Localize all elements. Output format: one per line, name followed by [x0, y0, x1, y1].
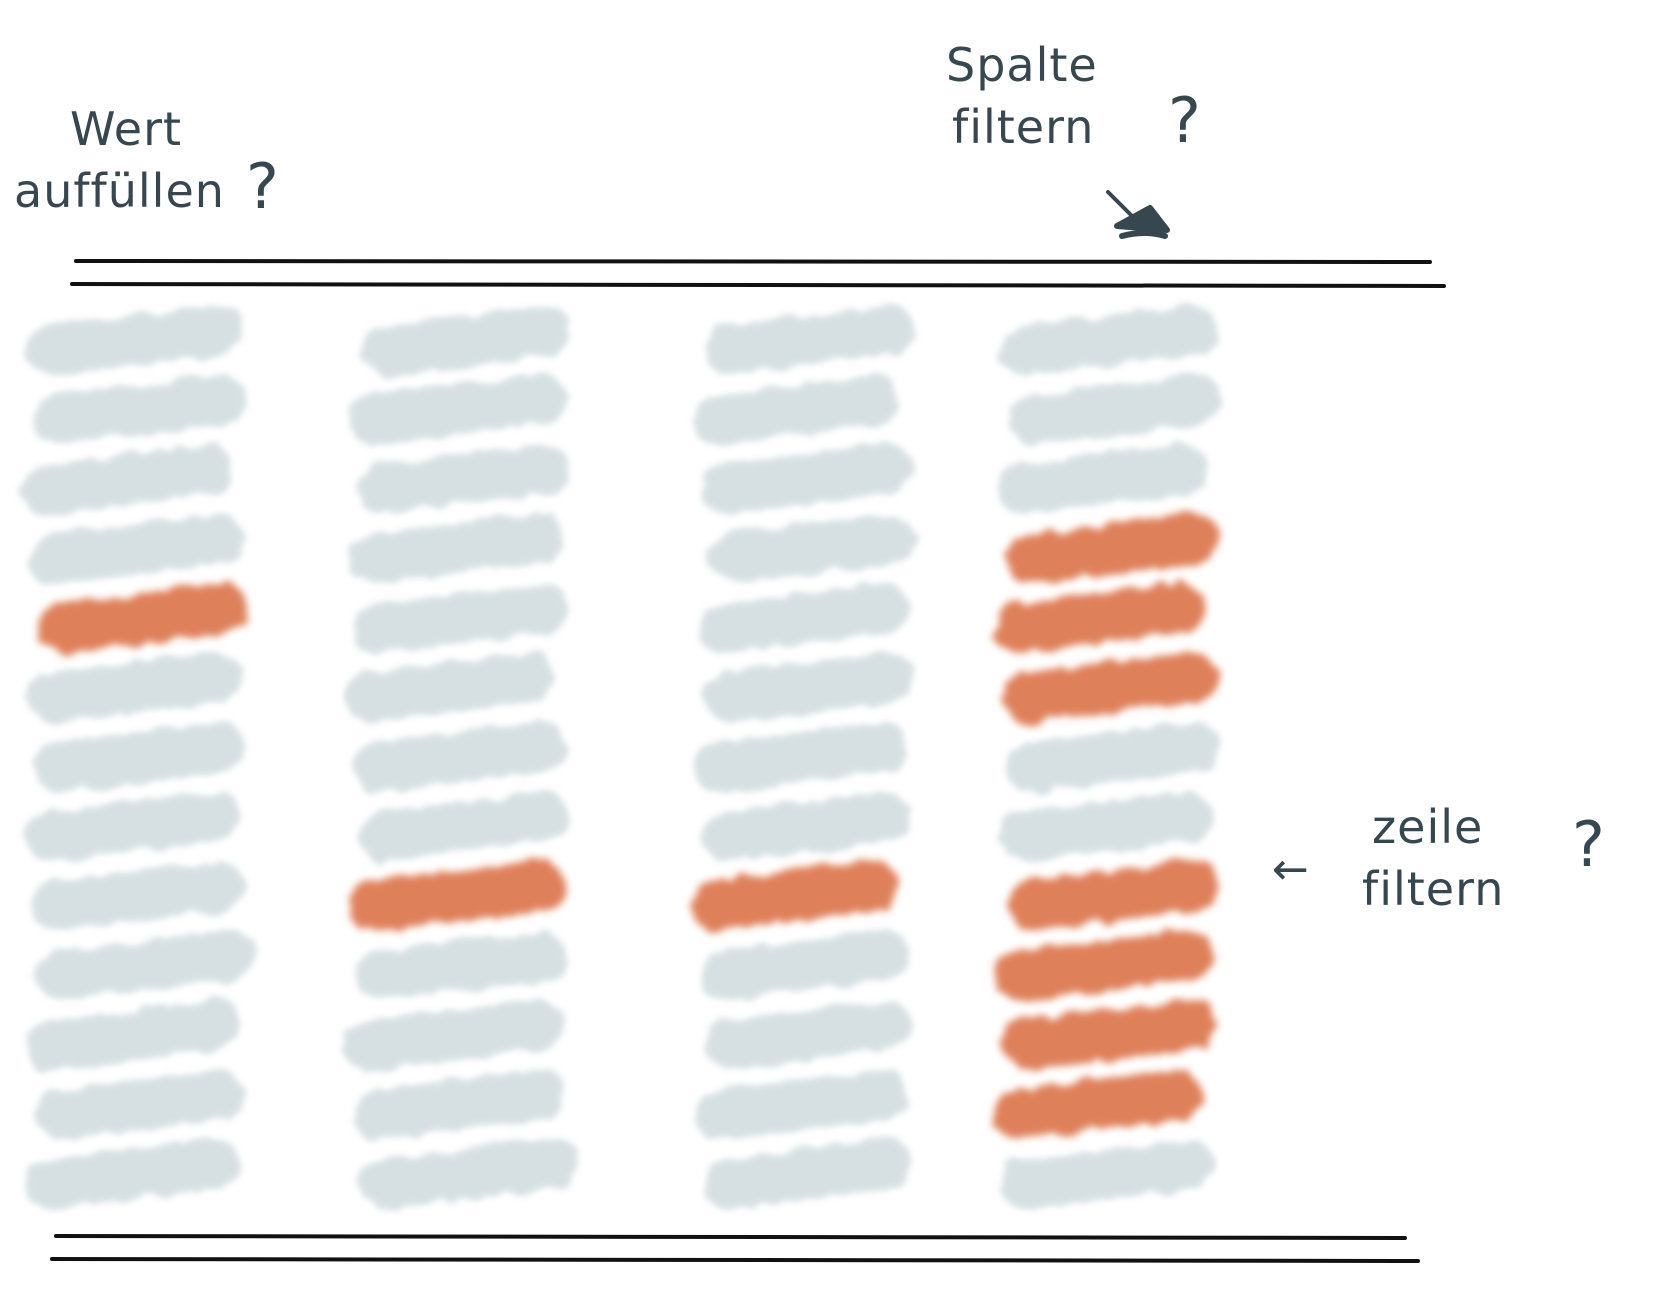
- filter-row-note: zeile filtern: [1362, 796, 1504, 920]
- table-cell: [360, 305, 573, 375]
- filter-funnel-icon: [1106, 190, 1170, 239]
- table-cell: [706, 1000, 913, 1070]
- table-cell: [696, 1069, 908, 1140]
- table-cell: [704, 305, 915, 375]
- table-cell: [351, 721, 567, 793]
- table-cell: [358, 791, 570, 862]
- table-cell: [997, 444, 1208, 514]
- table-cell: [703, 1139, 911, 1209]
- filter-row-line2: filtern: [1362, 862, 1505, 916]
- table-cell: [29, 513, 245, 584]
- top-rule-2: [70, 281, 1446, 288]
- highlighted-cell: [692, 861, 898, 931]
- filter-row-question-mark: ?: [1572, 808, 1605, 881]
- table-cell: [999, 1138, 1215, 1210]
- table-cell: [32, 374, 247, 445]
- table-cell: [26, 652, 243, 723]
- table-cell: [344, 652, 555, 723]
- table-cell: [699, 930, 910, 1001]
- table-cell: [359, 1138, 578, 1210]
- table-cell: [25, 304, 244, 376]
- bottom-rule-2: [50, 1257, 1420, 1263]
- table-cell: [998, 791, 1216, 862]
- table-cell: [357, 444, 571, 514]
- highlighted-cell: [36, 583, 248, 653]
- table-cell: [34, 1069, 245, 1140]
- table-cell: [1008, 722, 1221, 792]
- table-cell: [694, 374, 901, 445]
- table-cell: [24, 1138, 240, 1210]
- table-cell: [1000, 304, 1219, 376]
- filter-column-line1: Spalte: [946, 38, 1098, 92]
- table-cell: [33, 722, 246, 792]
- table-cell: [347, 513, 566, 584]
- table-cell: [701, 444, 913, 514]
- highlighted-cell: [1005, 861, 1219, 931]
- table-cell: [705, 652, 914, 723]
- filter-column-question-mark: ?: [1168, 84, 1201, 157]
- fill-value-note: Wert auffüllen: [14, 98, 225, 222]
- table-cell: [355, 930, 568, 1001]
- table-cell: [350, 374, 568, 445]
- filter-row-line1: zeile: [1372, 800, 1484, 854]
- highlighted-cell: [1004, 513, 1220, 584]
- fill-value-line1: Wert: [70, 102, 183, 156]
- table-cell: [354, 582, 569, 654]
- bottom-rule-1: [54, 1234, 1407, 1240]
- table-cell: [352, 1069, 566, 1140]
- table-cell: [22, 444, 233, 514]
- table-cells: [22, 304, 1222, 1210]
- table-cell: [708, 513, 916, 584]
- filter-column-note: Spalte filtern: [946, 34, 1098, 158]
- table-cell: [30, 861, 244, 931]
- table-cell: [27, 999, 242, 1071]
- fill-value-line2: auffüllen: [14, 164, 225, 218]
- highlighted-cell: [1002, 999, 1217, 1071]
- top-rule-1: [74, 258, 1432, 264]
- fill-value-question-mark: ?: [246, 150, 279, 223]
- highlighted-cell: [348, 860, 565, 932]
- table-cell: [37, 930, 256, 1001]
- filter-column-line2: filtern: [952, 100, 1095, 154]
- table-cell: [23, 791, 241, 862]
- table-cell: [1007, 374, 1222, 445]
- table-cell: [702, 791, 912, 862]
- highlighted-cell: [995, 930, 1214, 1001]
- filter-row-arrow: ←: [1272, 844, 1309, 895]
- table-cell: [345, 999, 563, 1071]
- highlighted-cell: [992, 1069, 1203, 1140]
- highlighted-cell: [994, 583, 1206, 653]
- table-cell: [695, 722, 909, 792]
- table-cell: [698, 583, 911, 653]
- highlighted-cell: [1001, 652, 1218, 723]
